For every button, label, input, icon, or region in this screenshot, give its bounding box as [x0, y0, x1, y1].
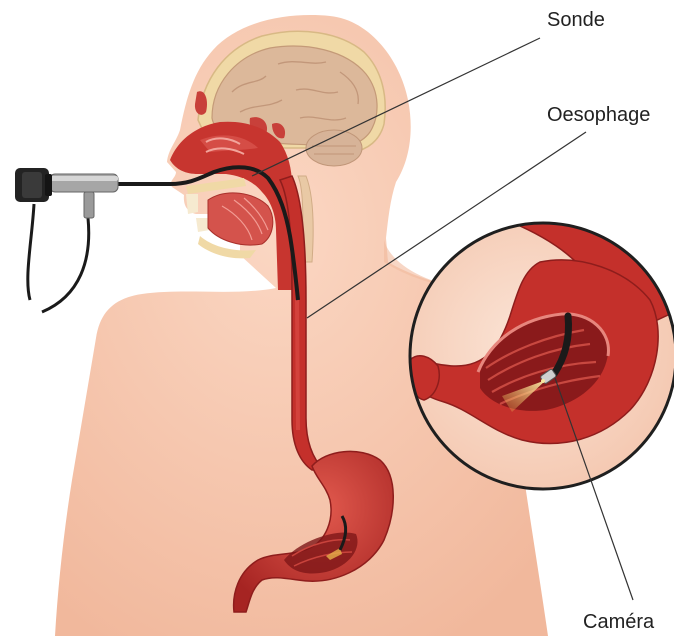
probe-label: Sonde	[547, 10, 605, 30]
camera-label: Caméra	[583, 612, 654, 632]
zoom-inset	[404, 200, 674, 489]
esophagus-label: Oesophage	[547, 105, 650, 125]
